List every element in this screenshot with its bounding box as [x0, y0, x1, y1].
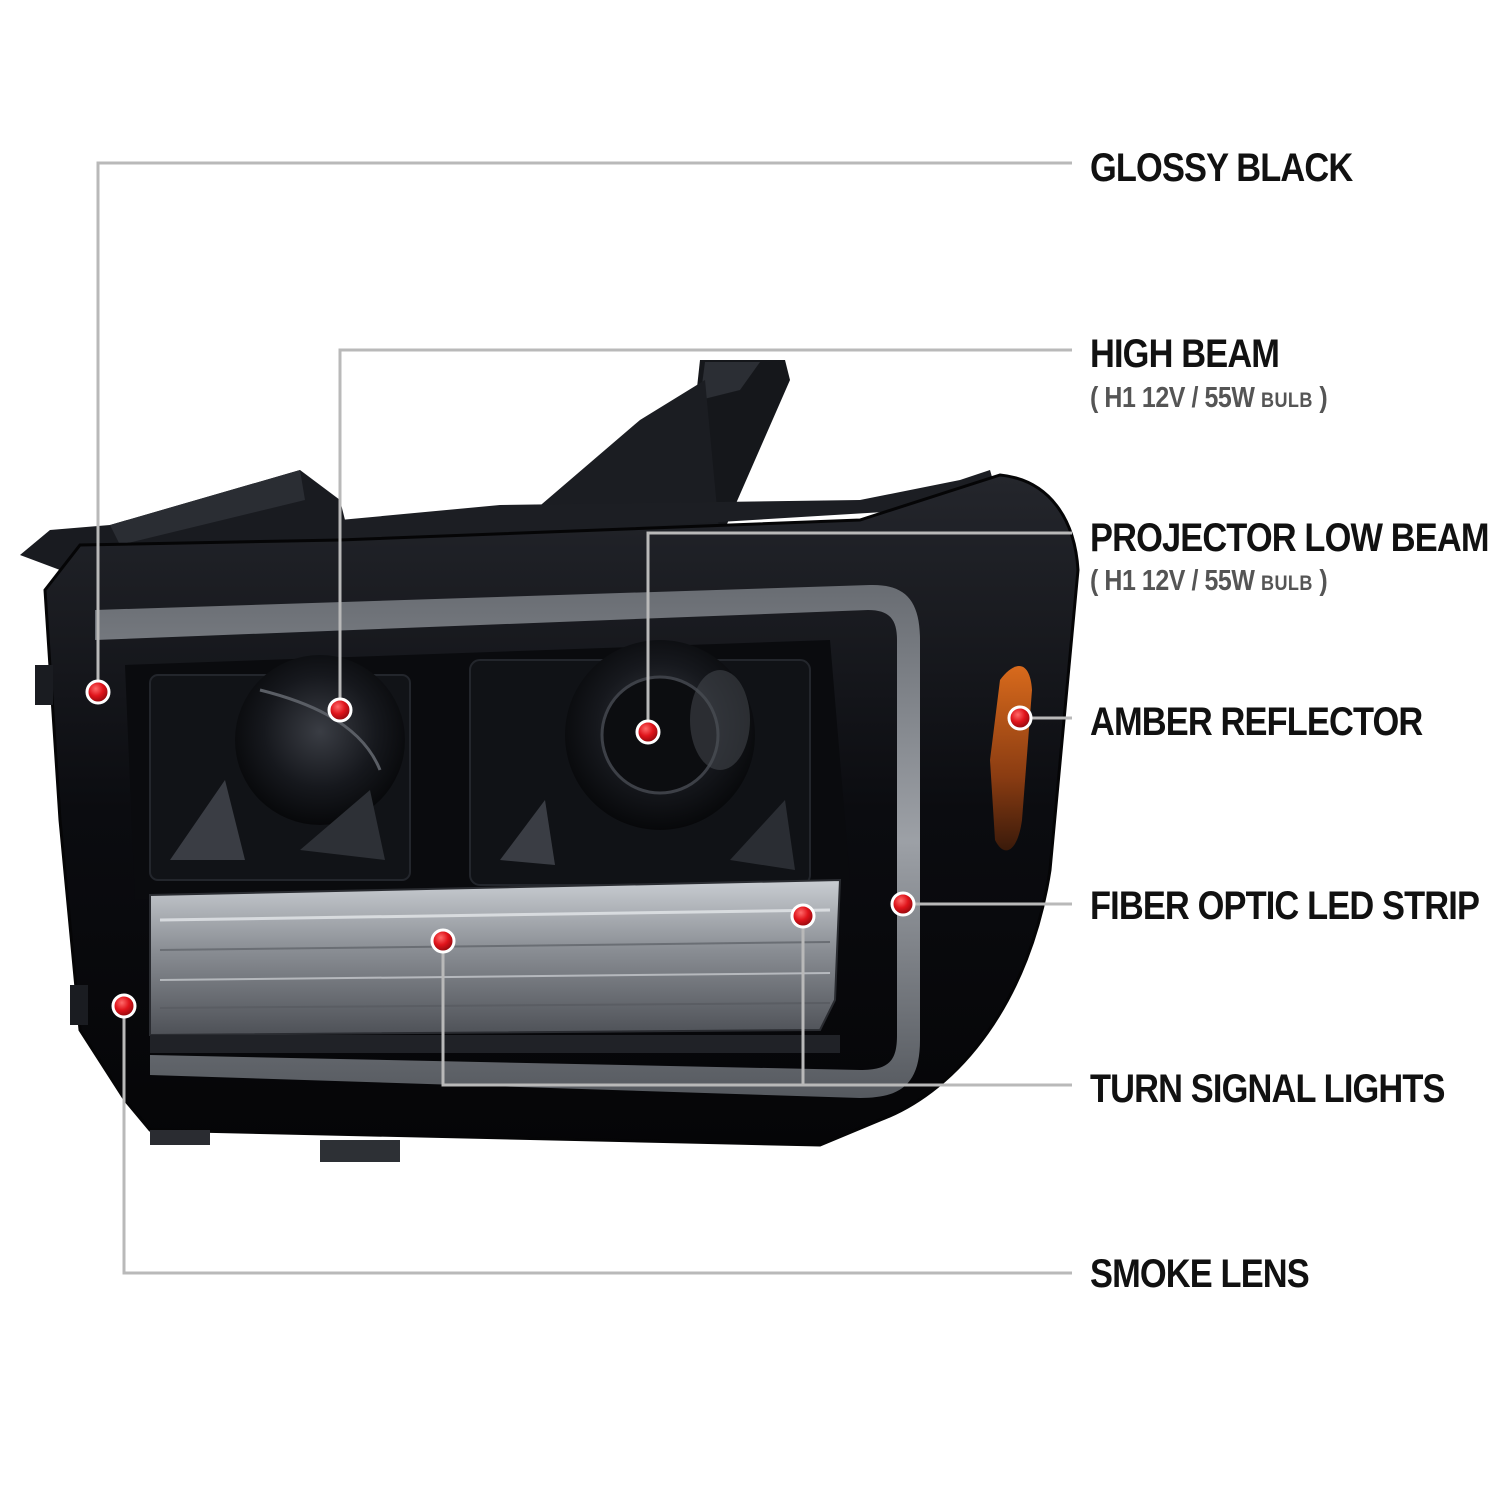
marker-glossy-black	[85, 679, 111, 705]
leader-smoke-lens	[122, 1006, 1072, 1275]
leader-high-beam	[338, 348, 1072, 710]
leader-lines	[96, 161, 1072, 1275]
spec-high-beam-prefix: ( H1 12V / 55W	[1090, 382, 1255, 414]
leader-glossy-black	[96, 161, 1072, 692]
spec-projector-low-beam: ( H1 12V / 55W BULB )	[1090, 565, 1328, 600]
marker-high-beam	[327, 697, 353, 723]
label-glossy-black: GLOSSY BLACK	[1090, 146, 1353, 190]
spec-high-beam-unit: BULB	[1260, 389, 1313, 412]
spec-high-beam: ( H1 12V / 55W BULB )	[1090, 382, 1328, 417]
spec-projector-low-beam-prefix: ( H1 12V / 55W	[1090, 565, 1255, 597]
label-fiber-optic-led-strip: FIBER OPTIC LED STRIP	[1090, 884, 1480, 928]
marker-smoke-lens	[111, 993, 137, 1019]
projector-low-beam-unit	[469, 640, 811, 886]
label-projector-low-beam: PROJECTOR LOW BEAM	[1090, 516, 1489, 560]
label-amber-reflector: AMBER REFLECTOR	[1090, 700, 1423, 744]
marker-projector-low-beam	[635, 719, 661, 745]
high-beam-reflector	[149, 655, 411, 881]
spec-projector-low-beam-suffix: )	[1319, 565, 1328, 597]
leader-turn-signal-a	[441, 941, 1072, 1087]
marker-turn-signal-a	[430, 928, 456, 954]
label-high-beam: HIGH BEAM	[1090, 332, 1280, 376]
label-smoke-lens: SMOKE LENS	[1090, 1252, 1310, 1296]
marker-fiber-optic-led-strip	[890, 891, 916, 917]
marker-amber-reflector	[1007, 705, 1033, 731]
label-turn-signal-lights: TURN SIGNAL LIGHTS	[1090, 1067, 1446, 1111]
spec-high-beam-suffix: )	[1319, 382, 1328, 414]
turn-signal-lens	[149, 878, 842, 1053]
marker-turn-signal-b	[790, 903, 816, 929]
spec-projector-low-beam-unit: BULB	[1260, 572, 1313, 595]
callout-markers	[85, 679, 1033, 1019]
leader-projector-low-beam	[646, 531, 1072, 732]
fiber-optic-led-bar	[95, 584, 920, 1098]
